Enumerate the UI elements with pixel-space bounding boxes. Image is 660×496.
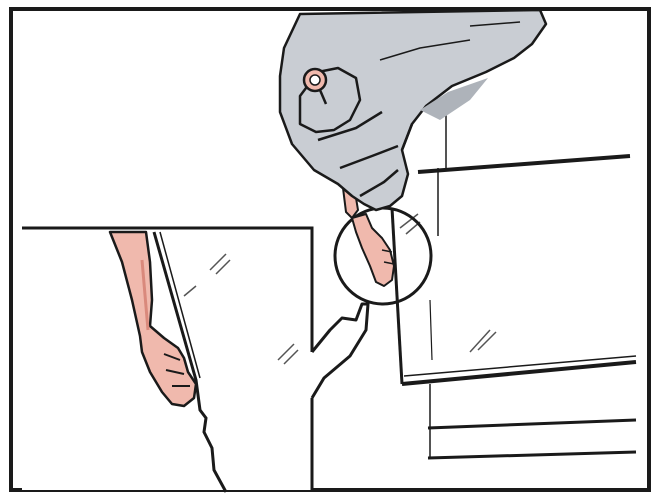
illustration-canvas [0,0,660,496]
